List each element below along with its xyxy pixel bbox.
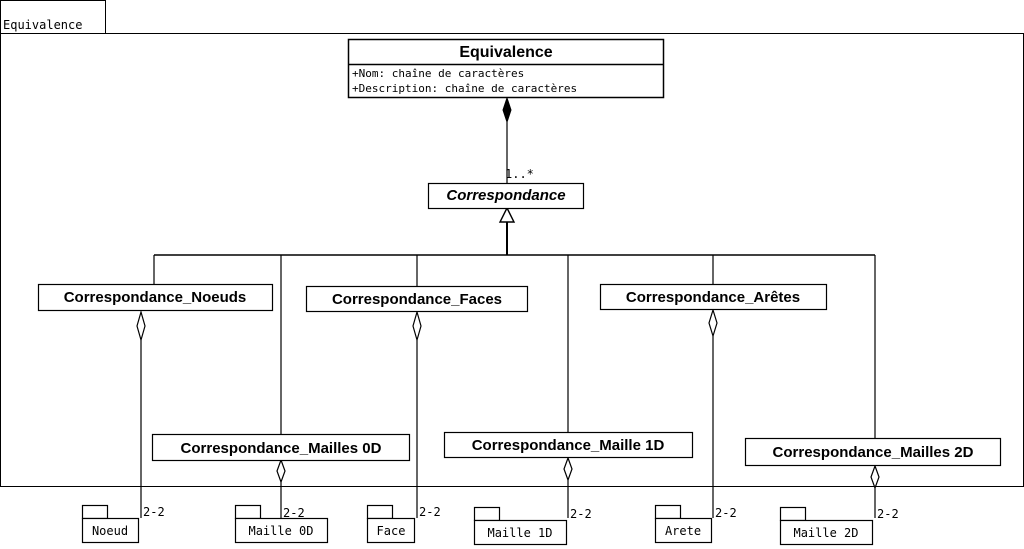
package-face[interactable]: Face (366, 504, 416, 544)
aggregation-diamond-icon (870, 464, 880, 490)
class-correspondance-mailles-0d[interactable]: Correspondance_Mailles 0D (151, 433, 411, 462)
class-correspondance-faces[interactable]: Correspondance_Faces (305, 285, 529, 313)
relationship-lines (140, 122, 876, 518)
aggregation-multiplicity: 2-2 (419, 505, 441, 519)
generalization-arrow-icon (498, 206, 516, 223)
class-correspondance-mailles-2d[interactable]: Correspondance_Mailles 2D (744, 437, 1002, 467)
aggregation-diamond-icon (136, 309, 146, 343)
class-equivalence[interactable]: Equivalence +Nom: chaîne de caractères +… (347, 38, 665, 99)
aggregation-diamond-icon (563, 456, 573, 482)
aggregation-multiplicity: 2-2 (570, 507, 592, 521)
class-name: Equivalence (459, 44, 552, 61)
aggregation-multiplicity: 2-2 (877, 507, 899, 521)
aggregation-multiplicity: 2-2 (715, 506, 737, 520)
class-correspondance[interactable]: Correspondance (427, 182, 585, 210)
package-maille-0d[interactable]: Maille 0D (234, 504, 329, 544)
class-attribute: +Nom: chaîne de caractères (352, 67, 524, 80)
composition-multiplicity: 1..* (505, 167, 534, 181)
aggregation-diamond-icon (276, 458, 286, 484)
package-label: Equivalence (3, 18, 82, 32)
package-name: Maille 1D (487, 526, 552, 540)
class-correspondance-maille-1d[interactable]: Correspondance_Maille 1D (443, 431, 694, 459)
package-frame: Equivalence (0, 0, 1024, 487)
package-name: Arete (665, 524, 701, 538)
aggregation-diamond-icon (708, 307, 718, 339)
package-name: Maille 2D (793, 526, 858, 540)
package-name: Maille 0D (248, 524, 313, 538)
class-name: Correspondance_Maille 1D (472, 437, 665, 454)
package-noeud[interactable]: Noeud (81, 504, 140, 544)
class-name: Correspondance_Noeuds (64, 289, 247, 306)
class-name: Correspondance_Mailles 0D (181, 440, 382, 457)
class-name: Correspondance_Mailles 2D (773, 444, 974, 461)
class-correspondance-aretes[interactable]: Correspondance_Arêtes (599, 283, 828, 311)
class-name: Correspondance_Arêtes (626, 289, 800, 306)
aggregation-diamond-icon (412, 309, 422, 343)
composition-diamond-icon (502, 96, 512, 124)
aggregation-multiplicity: 2-2 (143, 505, 165, 519)
package-maille-1d[interactable]: Maille 1D (473, 506, 568, 546)
class-correspondance-noeuds[interactable]: Correspondance_Noeuds (37, 283, 274, 312)
package-arete[interactable]: Arete (654, 504, 713, 544)
class-attribute: +Description: chaîne de caractères (352, 82, 577, 95)
package-maille-2d[interactable]: Maille 2D (779, 506, 874, 546)
class-name: Correspondance_Faces (332, 291, 502, 308)
package-name: Noeud (92, 524, 128, 538)
package-name: Face (377, 524, 406, 538)
aggregation-multiplicity: 2-2 (283, 506, 305, 520)
class-name: Correspondance (446, 187, 565, 204)
